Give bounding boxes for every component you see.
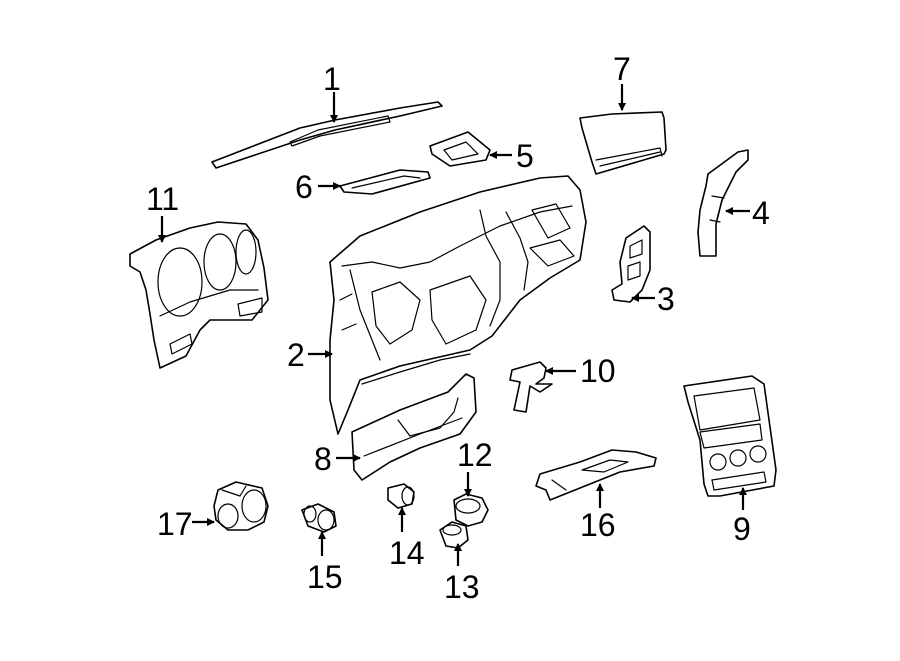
callout-15-label: 15 <box>307 559 343 595</box>
callout-4-label: 4 <box>752 195 770 231</box>
callout-9: 9 <box>733 487 751 547</box>
callout-4: 4 <box>725 195 770 231</box>
part-15-knob <box>301 503 337 533</box>
part-2-instrument-panel <box>329 175 587 435</box>
callout-2: 2 <box>287 337 333 373</box>
part-14-knob <box>387 483 415 509</box>
part-13-switch <box>439 521 469 549</box>
callout-8-label: 8 <box>314 441 332 477</box>
callout-1: 1 <box>323 61 341 123</box>
callout-8: 8 <box>314 441 361 477</box>
callout-12-label: 12 <box>457 437 493 473</box>
part-5-vent-bezel <box>429 131 491 167</box>
callout-13-label: 13 <box>444 569 480 605</box>
callout-13: 13 <box>444 543 480 605</box>
callout-11-label: 11 <box>146 181 179 217</box>
part-6-speaker-grille <box>339 169 431 195</box>
callout-3-label: 3 <box>657 281 675 317</box>
callout-17: 17 <box>157 506 215 542</box>
callout-14: 14 <box>389 507 425 571</box>
part-11-cluster-bezel <box>129 221 269 369</box>
part-9-center-bezel <box>683 375 777 497</box>
part-16-console-bracket <box>535 449 657 501</box>
callout-17-label: 17 <box>157 506 193 542</box>
callout-12: 12 <box>457 437 493 497</box>
callout-10-label: 10 <box>580 353 616 389</box>
callout-1-label: 1 <box>323 61 341 97</box>
callout-9-label: 9 <box>733 511 751 547</box>
callout-10: 10 <box>545 353 616 389</box>
part-4-pillar-trim <box>697 149 749 257</box>
part-3-bracket <box>611 225 651 303</box>
part-10-bracket <box>509 361 553 413</box>
callout-11: 11 <box>146 181 179 243</box>
part-17-headlamp-switch <box>213 481 269 531</box>
part-12-switch <box>453 493 489 527</box>
callout-6: 6 <box>295 169 341 205</box>
callout-7: 7 <box>613 51 631 111</box>
callout-5: 5 <box>489 138 534 174</box>
callout-7-label: 7 <box>613 51 631 87</box>
callout-16: 16 <box>580 483 616 543</box>
callout-3: 3 <box>631 281 675 317</box>
callout-2-label: 2 <box>287 337 305 373</box>
callout-6-label: 6 <box>295 169 313 205</box>
part-7-glove-box-door <box>579 111 667 175</box>
callout-5-label: 5 <box>516 138 534 174</box>
part-8-knee-bolster <box>351 373 477 481</box>
callout-15: 15 <box>307 531 343 595</box>
callout-14-label: 14 <box>389 535 425 571</box>
part-1-defroster-grille <box>211 101 443 169</box>
callout-16-label: 16 <box>580 507 616 543</box>
